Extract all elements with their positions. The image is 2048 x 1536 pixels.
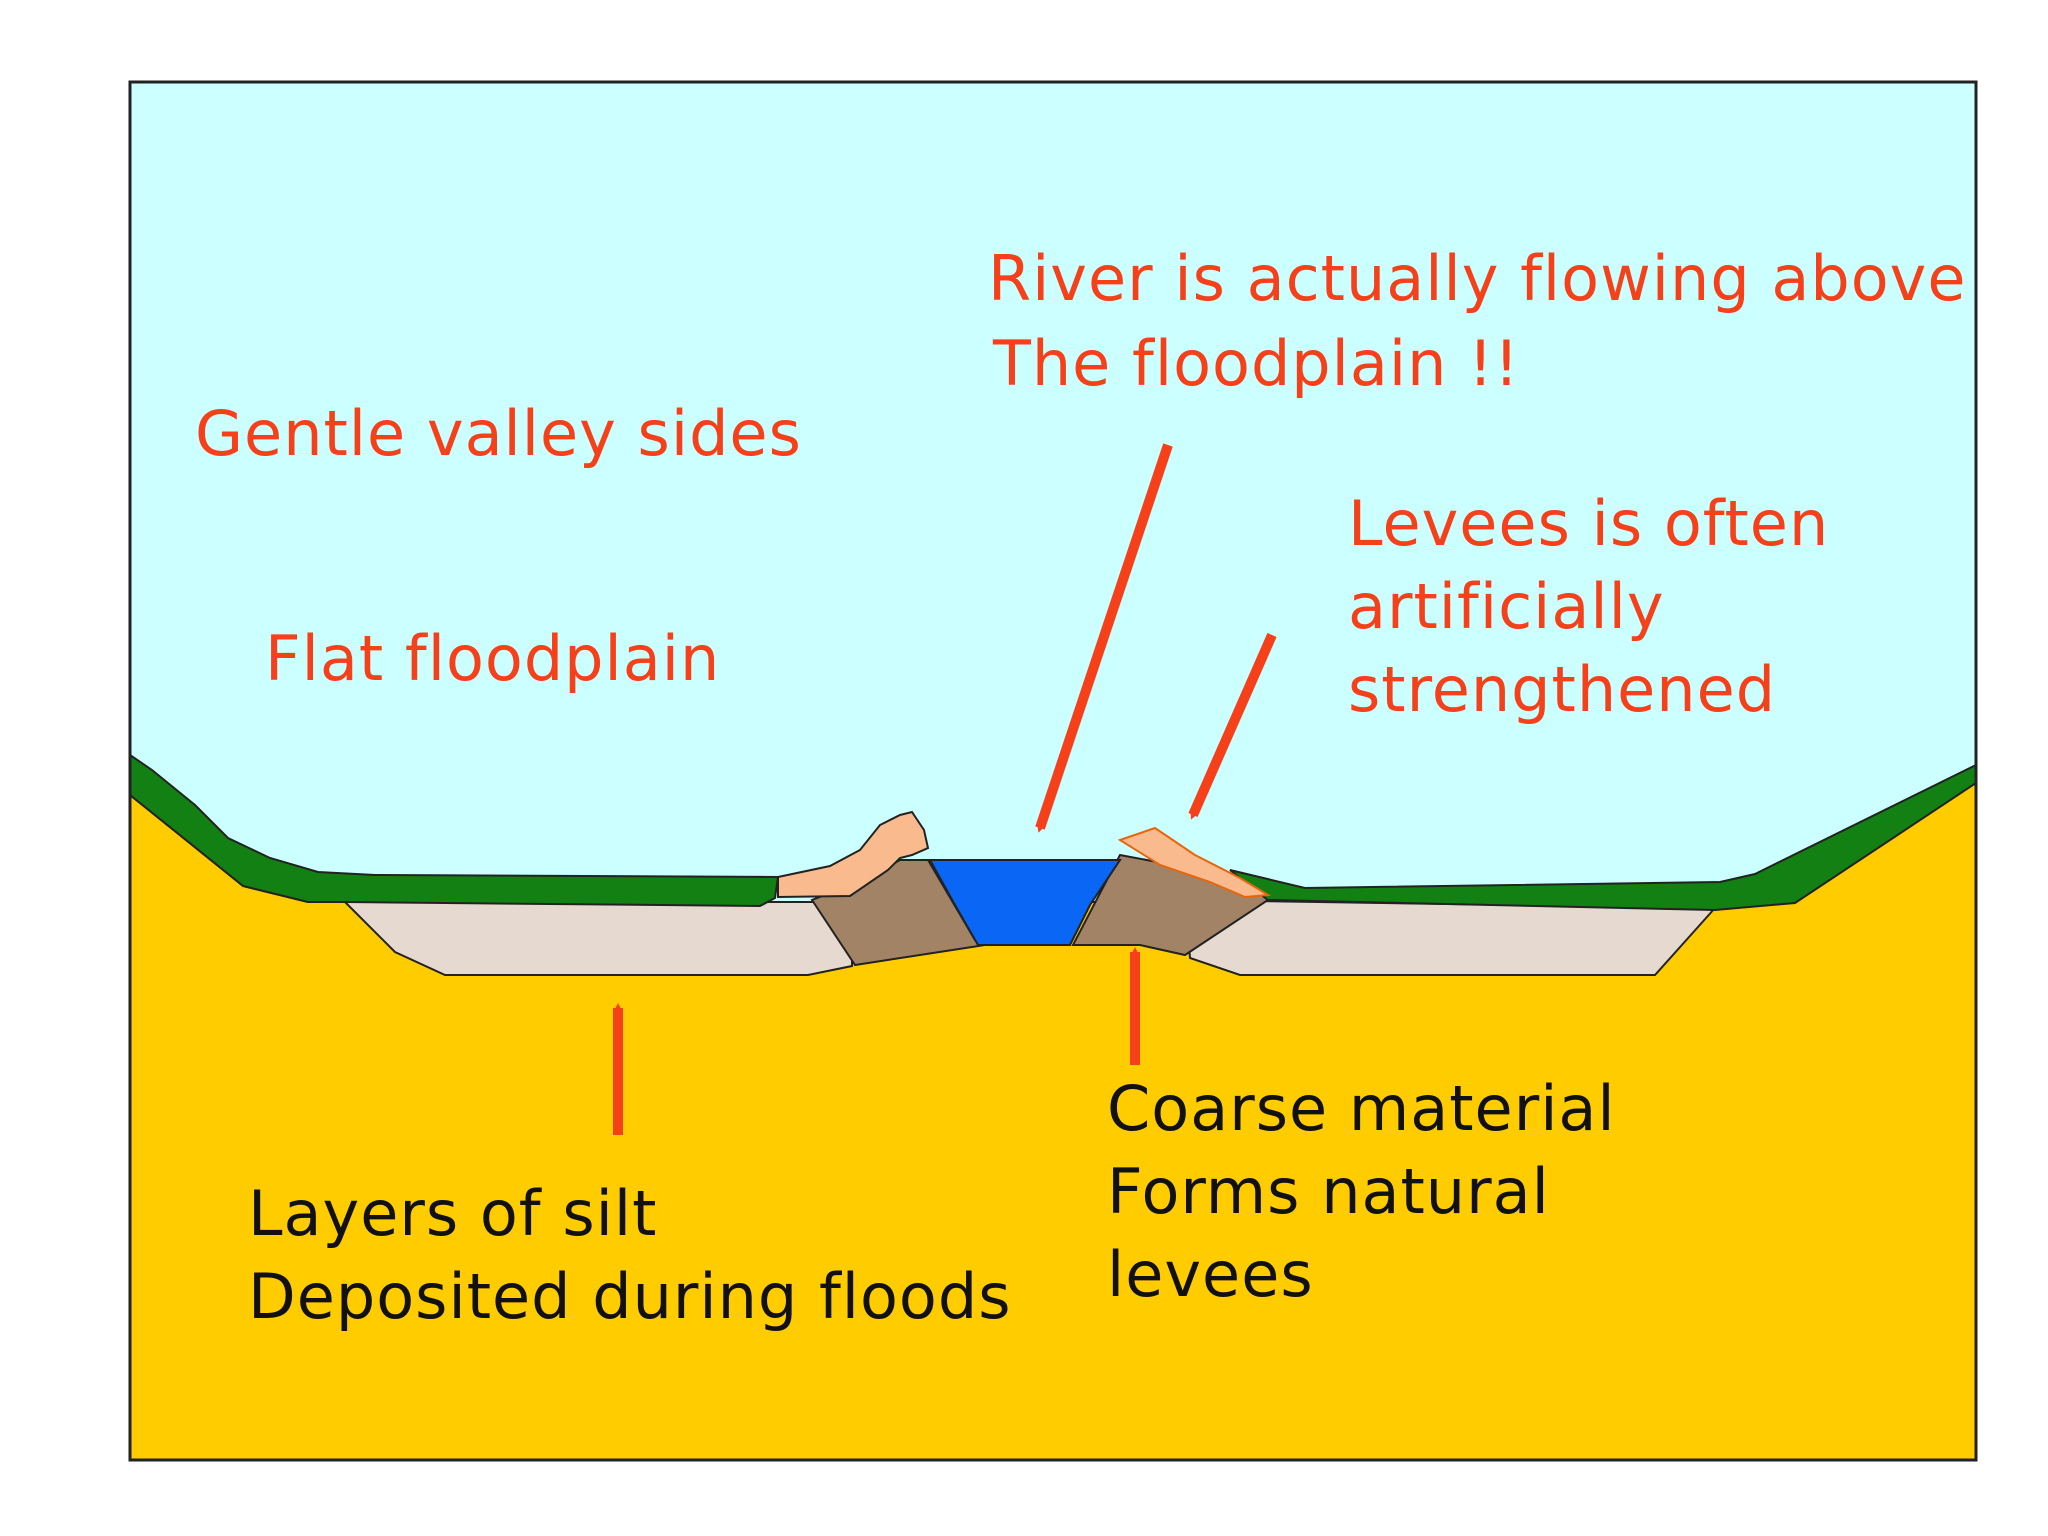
arrow-river-above [1035,443,1173,833]
artificial-levee-right [1117,826,1272,899]
arrow-artificial-levee [1188,632,1277,820]
label-artificial-line2: artificially [1348,570,1665,643]
label-artificial-line3: strengthened [1348,653,1776,726]
river-channel [928,859,1122,946]
label-coarse-line1: Coarse material [1107,1072,1616,1145]
silt-layer-right [1183,898,1718,976]
diagram-frame [128,80,1978,1462]
label-flat-floodplain: Flat floodplain [265,622,720,695]
label-artificial-line1: Levees is often [1348,487,1829,560]
label-river-above-line1: River is actually flowing above [988,242,1967,315]
label-coarse-line2: Forms natural [1107,1155,1550,1228]
label-river-above-line2: The floodplain !! [992,327,1520,400]
grass-surface-left [129,753,780,908]
label-silt-line2: Deposited during floods [248,1260,1012,1333]
label-valley-sides: Gentle valley sides [195,397,802,470]
artificial-levee-left [777,810,930,899]
silt-layer-left [342,901,853,976]
label-coarse-line3: levees [1107,1238,1314,1311]
label-silt-line1: Layers of silt [248,1177,657,1250]
